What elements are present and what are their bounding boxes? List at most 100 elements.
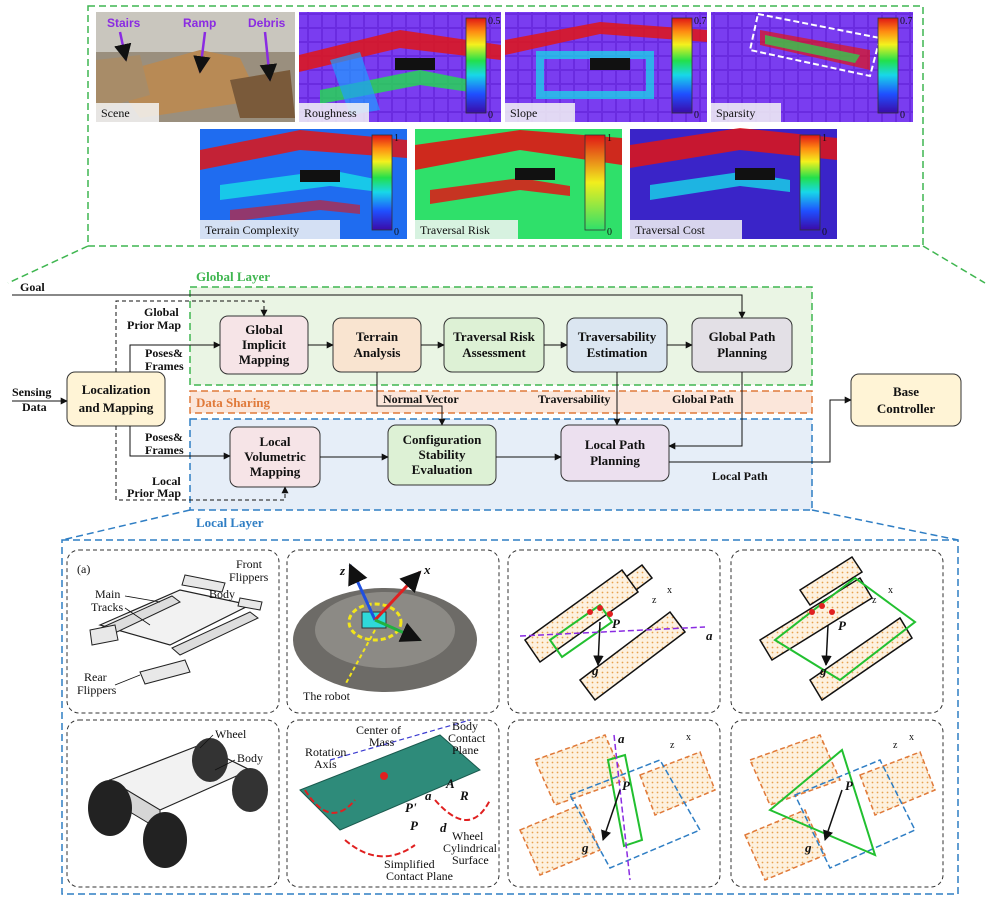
sparsity-scale-max: 0.7 — [900, 16, 913, 27]
local-path-line2: Planning — [590, 453, 640, 468]
slope-scale-min: 0 — [694, 110, 699, 121]
zoom-line-bottom-left — [61, 509, 191, 541]
zoom-line-left — [7, 245, 89, 284]
complexity-caption: Terrain Complexity — [205, 223, 299, 237]
g-label-1: g — [591, 663, 599, 678]
slope-caption: Slope — [510, 106, 537, 120]
localization-line1: Localization — [82, 382, 151, 397]
roughness-panel: 0.5 0 Roughness — [299, 12, 501, 122]
traversability-label: Traversability — [538, 392, 610, 406]
sparsity-caption: Sparsity — [716, 106, 755, 120]
traversal-risk-line1: Traversal Risk — [453, 329, 535, 344]
normal-vector-label: Normal Vector — [383, 392, 459, 406]
global-path-line1: Global Path — [709, 329, 777, 344]
global-implicit-line1: Global — [245, 322, 283, 337]
localization-line2: and Mapping — [79, 400, 154, 415]
cost-scale-max: 1 — [822, 133, 827, 144]
flow-edges — [12, 294, 852, 501]
tracked-stability-view-2: P g z x — [758, 555, 917, 702]
body-label-tracked: Body — [209, 587, 235, 601]
plane-label-3: Plane — [452, 743, 479, 757]
contact-plane-diagram: Center of Mass Body Contact Plane Rotati… — [299, 719, 498, 883]
tracked-robot-diagram: (a) Front Flippers Main Tracks Body Rear… — [77, 557, 269, 697]
rubble-z-label: z — [339, 563, 346, 578]
poses-top-label-2: Frames — [145, 359, 184, 373]
p-label-4: P — [845, 778, 854, 793]
axis-label-2: Axis — [314, 757, 337, 771]
traversal-cost-panel: 1 0 Traversal Cost — [630, 128, 837, 239]
x-label-3: x — [686, 732, 691, 743]
the-robot-label: The robot — [303, 689, 351, 703]
base-controller-node — [850, 373, 962, 427]
rear-flippers-label-2: Flippers — [77, 683, 117, 697]
a-label-2: a — [618, 731, 625, 746]
complexity-scale-max: 1 — [394, 133, 399, 144]
com-label-2: Mass — [369, 735, 395, 749]
poses-bottom-label-1: Poses& — [145, 430, 183, 444]
terrain-analysis-line1: Terrain — [356, 329, 399, 344]
sensing-label-1: Sensing — [12, 385, 51, 399]
risk-scale-min: 0 — [607, 227, 612, 238]
data-sharing-region — [189, 390, 813, 414]
wheel-label: Wheel — [215, 727, 247, 741]
cost-caption: Traversal Cost — [635, 223, 706, 237]
wheeled-stability-view-1: a P g z x — [519, 731, 716, 881]
traversability-line1: Traversability — [578, 329, 657, 344]
zoom-line-right — [922, 245, 986, 284]
risk-caption: Traversal Risk — [420, 223, 490, 237]
body-label-wheeled: Body — [237, 751, 263, 765]
zoom-line-bottom-right — [811, 509, 959, 541]
config-line2: Stability — [419, 447, 466, 462]
main-tracks-label-1: Main — [95, 587, 120, 601]
plane-label-1: Body — [452, 719, 478, 733]
sym-a: a — [425, 788, 432, 803]
roughness-scale-min: 0 — [488, 110, 493, 121]
local-layer-label: Local Layer — [196, 515, 264, 530]
cyl-label-2: Cylindrical — [443, 841, 498, 855]
z-label-3: z — [670, 740, 675, 751]
sym-d: d — [440, 820, 447, 835]
poses-top-label-1: Poses& — [145, 346, 183, 360]
risk-scale-max: 1 — [607, 133, 612, 144]
p-label-2: P — [838, 618, 847, 633]
global-implicit-line2: Implicit — [242, 337, 287, 352]
plane-label-2: Contact — [448, 731, 486, 745]
sym-P-prime: P' — [405, 800, 417, 815]
g-label-3: g — [581, 840, 589, 855]
z-label-2: z — [872, 595, 877, 606]
g-label-4: g — [804, 840, 812, 855]
traversal-risk-line2: Assessment — [462, 345, 526, 360]
base-controller-line2: Controller — [877, 401, 935, 416]
config-line1: Configuration — [403, 432, 483, 447]
local-volumetric-line2: Volumetric — [244, 449, 306, 464]
rubble-x-label: x — [423, 562, 431, 577]
base-controller-line1: Base — [893, 384, 919, 399]
rubble-diagram: z x The robot — [293, 562, 477, 703]
x-label-4: x — [909, 732, 914, 743]
main-tracks-label-2: Tracks — [91, 600, 124, 614]
wheeled-stability-view-2: P g z x — [744, 732, 936, 881]
sparsity-scale-min: 0 — [900, 110, 905, 121]
simp-label-1: Simplified — [384, 857, 435, 871]
bottom-frame — [61, 539, 959, 895]
sym-A: A — [445, 776, 455, 791]
a-label-1: a — [706, 628, 713, 643]
front-flippers-label-2: Flippers — [229, 570, 269, 584]
global-implicit-line3: Mapping — [239, 352, 290, 367]
sym-P: P — [410, 818, 419, 833]
scene-photo-panel: Scene Stairs Ramp Debris — [96, 12, 295, 122]
scene-caption: Scene — [101, 106, 130, 120]
bottom-cells — [66, 549, 944, 888]
local-volumetric-line1: Local — [259, 434, 290, 449]
x-label-1: x — [667, 585, 672, 596]
p-label-1: P — [612, 616, 621, 631]
ramp-label: Ramp — [183, 16, 216, 30]
poses-bottom-label-2: Frames — [145, 443, 184, 457]
global-prior-label-2: Prior Map — [127, 318, 181, 332]
traversal-risk-panel: 1 0 Traversal Risk — [415, 129, 622, 239]
local-prior-label-2: Prior Map — [127, 486, 181, 500]
debris-label: Debris — [248, 16, 286, 30]
traversability-line2: Estimation — [587, 345, 648, 360]
p-label-3: P — [622, 778, 631, 793]
